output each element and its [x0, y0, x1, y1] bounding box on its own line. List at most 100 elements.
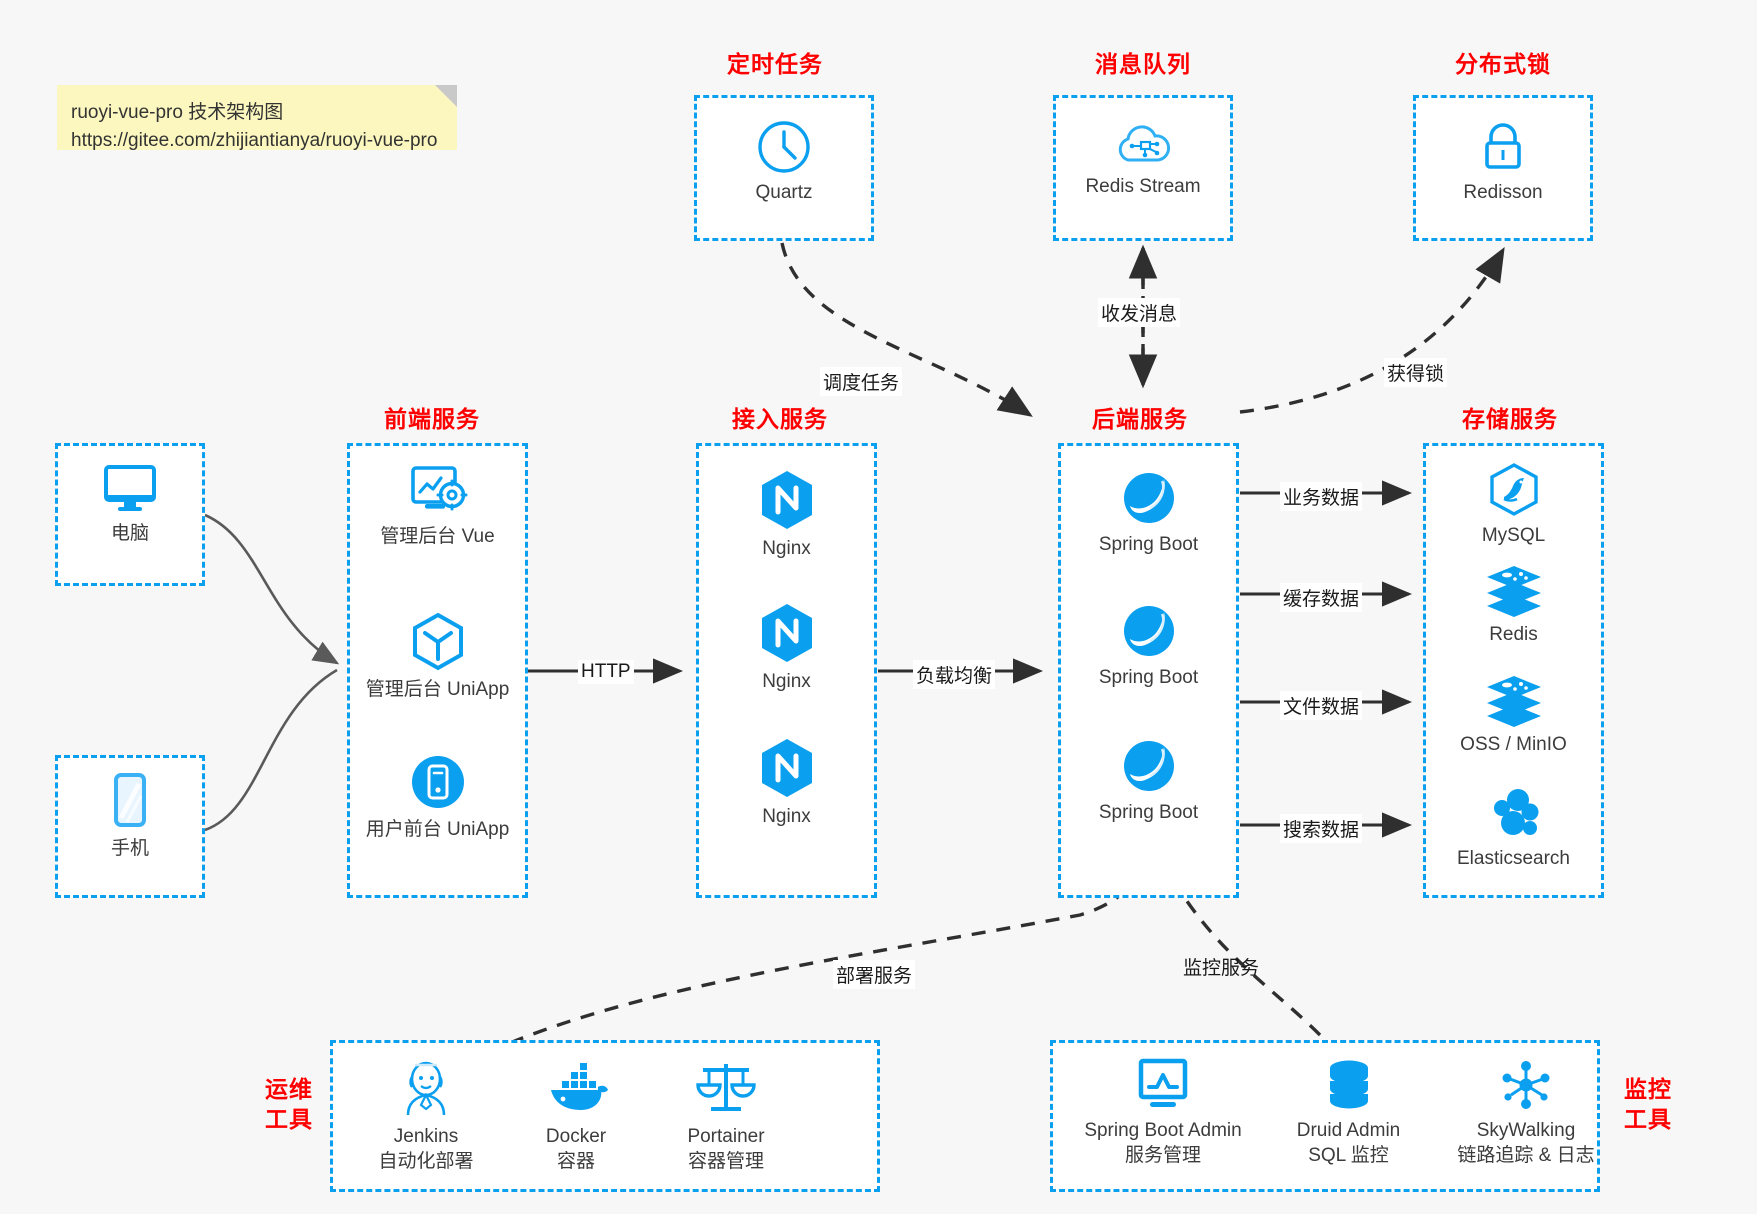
node-redisson: Redisson [1416, 118, 1590, 205]
mobile-phone-icon [114, 773, 146, 827]
tool-druid-admin[interactable]: Druid Admin SQL 监控 [1261, 1057, 1436, 1168]
group-title-lock: 分布式锁 [1455, 51, 1551, 77]
devops-tools-box[interactable]: Jenkins 自动化部署 Docker 容器 [330, 1040, 880, 1192]
tool-name: Jenkins [393, 1126, 459, 1147]
node-elasticsearch: Elasticsearch [1426, 786, 1601, 871]
node-quartz: Quartz [697, 118, 871, 205]
object-storage-icon [1486, 676, 1541, 727]
spring-leaf-icon [1123, 606, 1174, 656]
edge-label-load-balance: 负载均衡 [913, 660, 996, 689]
dashboard-gear-icon [410, 466, 467, 511]
edge-label-monitor-service: 监控服务 [1183, 958, 1260, 979]
node-mysql: MySQL [1426, 461, 1601, 548]
note-fold-corner [435, 85, 457, 107]
tool-skywalking[interactable]: SkyWalking 链路追踪 & 日志 [1436, 1057, 1616, 1168]
node-spring-boot-1: Spring Boot [1061, 468, 1236, 557]
node-label: Quartz [755, 182, 813, 203]
node-label: Nginx [762, 806, 811, 827]
group-title-devops-line1: 运维 [265, 1076, 313, 1102]
tool-desc: 容器 [556, 1150, 595, 1172]
storage-box[interactable]: MySQL Redis [1423, 443, 1604, 898]
node-nginx-1: Nginx [699, 468, 874, 561]
node-label: 管理后台 UniApp [365, 679, 510, 700]
client-box-desktop[interactable]: 电脑 [55, 443, 205, 586]
node-redis: Redis [1426, 564, 1601, 647]
cloud-network-icon [1118, 125, 1171, 162]
edge-label-http: HTTP [578, 660, 634, 684]
tool-docker[interactable]: Docker 容器 [501, 1057, 651, 1174]
node-label: Spring Boot [1098, 534, 1199, 555]
note-title: ruoyi-vue-pro 技术架构图 [71, 102, 284, 123]
group-title-gateway: 接入服务 [732, 406, 828, 432]
diagram-note: ruoyi-vue-pro 技术架构图 https://gitee.com/zh… [57, 85, 457, 151]
group-title-monitor-line1: 监控 [1624, 1076, 1672, 1102]
tool-name: SkyWalking [1476, 1120, 1576, 1141]
gateway-box[interactable]: Nginx Nginx Nginx [696, 443, 877, 898]
node-spring-boot-3: Spring Boot [1061, 736, 1236, 825]
lock-box[interactable]: Redisson [1413, 95, 1593, 241]
tool-name: Spring Boot Admin [1084, 1120, 1242, 1141]
edge-label-file-data: 文件数据 [1280, 691, 1363, 720]
group-title-monitor-line2: 工具 [1624, 1106, 1672, 1132]
node-label: 用户前台 UniApp [365, 819, 510, 840]
node-label: Nginx [762, 538, 811, 559]
edge-label-acquire-lock: 获得锁 [1384, 358, 1448, 387]
tool-desc: 自动化部署 [378, 1150, 474, 1172]
node-nginx-3: Nginx [699, 736, 874, 829]
tool-desc: 链路追踪 & 日志 [1457, 1144, 1595, 1166]
elasticsearch-cluster-icon [1493, 789, 1538, 835]
node-label: Spring Boot [1098, 802, 1199, 823]
node-spring-boot-2: Spring Boot [1061, 601, 1236, 690]
group-title-frontend: 前端服务 [384, 406, 480, 432]
clock-icon [758, 121, 810, 173]
hexagon-cube-icon [412, 612, 463, 671]
backend-box[interactable]: Spring Boot Spring Boot Spring Boot [1058, 443, 1239, 898]
client-box-mobile[interactable]: 手机 [55, 755, 205, 898]
monitor-tools-box[interactable]: Spring Boot Admin 服务管理 Druid Admin SQL 监… [1050, 1040, 1600, 1192]
scheduler-box[interactable]: Quartz [694, 95, 874, 241]
phone-circle-icon [411, 756, 464, 808]
edge-label-send-receive-message: 收发消息 [1098, 298, 1181, 327]
nginx-hexagon-icon [761, 471, 812, 529]
node-label: Elasticsearch [1457, 848, 1570, 869]
node-nginx-2: Nginx [699, 601, 874, 694]
tool-spring-boot-admin[interactable]: Spring Boot Admin 服务管理 [1065, 1057, 1261, 1168]
tool-desc: 容器管理 [687, 1150, 764, 1172]
edge-label-schedule-task: 调度任务 [820, 367, 903, 396]
edge-label-cache-data: 缓存数据 [1280, 583, 1363, 612]
padlock-icon [1485, 123, 1521, 169]
node-label: Redisson [1463, 182, 1543, 203]
group-title-devops-line2: 工具 [265, 1106, 313, 1132]
mysql-dolphin-icon [1489, 463, 1538, 516]
tool-desc: SQL 监控 [1308, 1144, 1389, 1166]
spring-leaf-icon [1123, 473, 1174, 523]
node-oss-minio: OSS / MinIO [1426, 674, 1601, 757]
tool-name: Portainer [687, 1126, 765, 1147]
group-title-mq: 消息队列 [1095, 51, 1191, 77]
database-cylinder-icon [1329, 1060, 1368, 1109]
node-admin-uniapp: 管理后台 UniApp [350, 611, 525, 702]
group-title-backend: 后端服务 [1092, 406, 1188, 432]
frontend-box[interactable]: 管理后台 Vue 管理后台 UniApp 用户前台 UniApp [347, 443, 528, 898]
tool-desc: 服务管理 [1124, 1144, 1201, 1166]
edge-label-deploy-service: 部署服务 [833, 960, 916, 989]
group-title-scheduler: 定时任务 [727, 51, 823, 77]
node-mobile: 手机 [58, 772, 202, 861]
node-admin-vue: 管理后台 Vue [350, 464, 525, 549]
note-url: https://gitee.com/zhijiantianya/ruoyi-vu… [71, 129, 438, 151]
tool-name: Druid Admin [1296, 1120, 1401, 1141]
tool-portainer[interactable]: Portainer 容器管理 [651, 1057, 801, 1174]
node-label: MySQL [1481, 525, 1546, 546]
tool-jenkins[interactable]: Jenkins 自动化部署 [351, 1057, 501, 1174]
mq-box[interactable]: Redis Stream [1053, 95, 1233, 241]
redis-stack-icon [1486, 566, 1541, 617]
node-redis-stream: Redis Stream [1056, 120, 1230, 199]
edge-label-business-data: 业务数据 [1280, 482, 1363, 511]
node-desktop: 电脑 [58, 463, 202, 546]
network-nodes-icon [1502, 1061, 1550, 1109]
docker-whale-icon [551, 1063, 608, 1110]
node-label: 管理后台 Vue [380, 526, 495, 547]
monitor-chart-icon [1138, 1058, 1188, 1107]
jenkins-butler-icon [406, 1061, 446, 1116]
